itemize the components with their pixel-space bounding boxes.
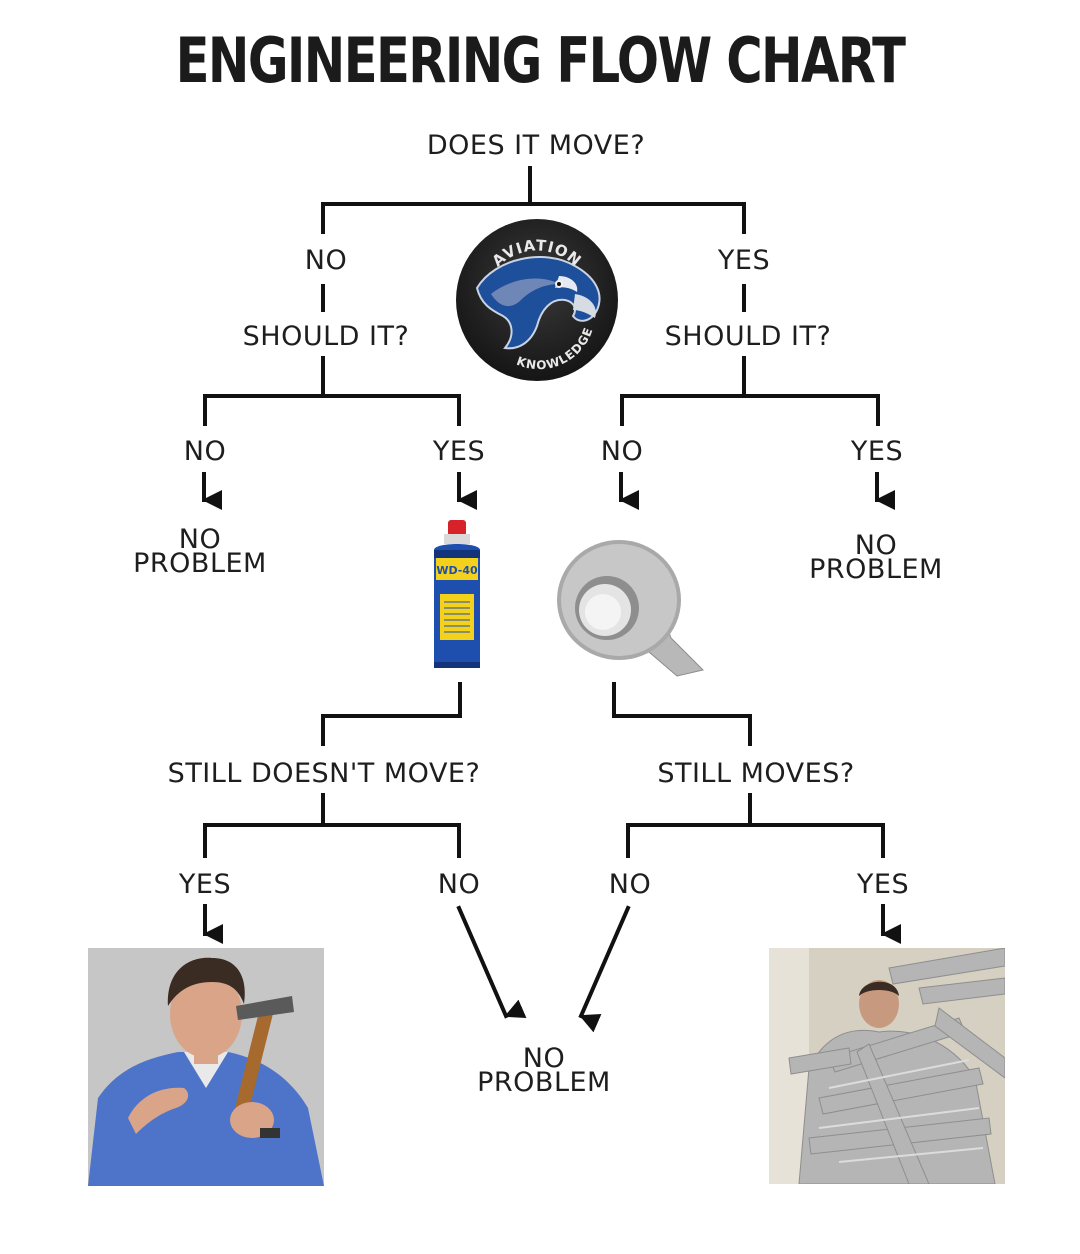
man-wrapped-in-duct-tape-photo bbox=[769, 948, 1005, 1184]
follow-left-no-answer: NO bbox=[437, 869, 481, 900]
result-line-1: NO bbox=[854, 530, 898, 561]
result-line-2: PROBLEM bbox=[133, 548, 267, 579]
follow-left-yes-answer: YES bbox=[178, 869, 232, 900]
right-answer-yes: YES bbox=[717, 245, 771, 276]
right-yes-answer: YES bbox=[850, 436, 904, 467]
result-line-2: PROBLEM bbox=[477, 1067, 611, 1098]
final-no-problem-result: NO PROBLEM bbox=[477, 1043, 611, 1098]
root-question: DOES IT MOVE? bbox=[426, 130, 646, 161]
left-answer-no: NO bbox=[304, 245, 348, 276]
duct-tape-roll bbox=[553, 536, 709, 682]
eagle-head-icon bbox=[475, 256, 601, 350]
follow-right-yes-answer: YES bbox=[856, 869, 910, 900]
wd40-label: WD-40 bbox=[436, 564, 478, 577]
left-should-it-question: SHOULD IT? bbox=[242, 321, 410, 352]
left-no-answer: NO bbox=[183, 436, 227, 467]
left-yes-answer: YES bbox=[432, 436, 486, 467]
result-line-1: NO bbox=[178, 524, 222, 555]
left-no-problem-result: NO PROBLEM bbox=[133, 524, 267, 579]
follow-right-no-answer: NO bbox=[608, 869, 652, 900]
page-title: ENGINEERING FLOW CHART bbox=[175, 24, 906, 97]
right-should-it-question: SHOULD IT? bbox=[664, 321, 832, 352]
right-no-problem-result: NO PROBLEM bbox=[809, 530, 943, 585]
result-line-1: NO bbox=[522, 1043, 566, 1074]
wd-40-can: WD-40 bbox=[422, 516, 492, 672]
aviation-knowledge-logo: AVIATION KNOWLEDGE bbox=[455, 218, 619, 382]
result-line-2: PROBLEM bbox=[809, 554, 943, 585]
man-with-hammer-photo bbox=[88, 948, 324, 1186]
still-moves-question: STILL MOVES? bbox=[657, 758, 855, 789]
right-no-answer: NO bbox=[600, 436, 644, 467]
still-doesnt-move-question: STILL DOESN'T MOVE? bbox=[167, 758, 481, 789]
